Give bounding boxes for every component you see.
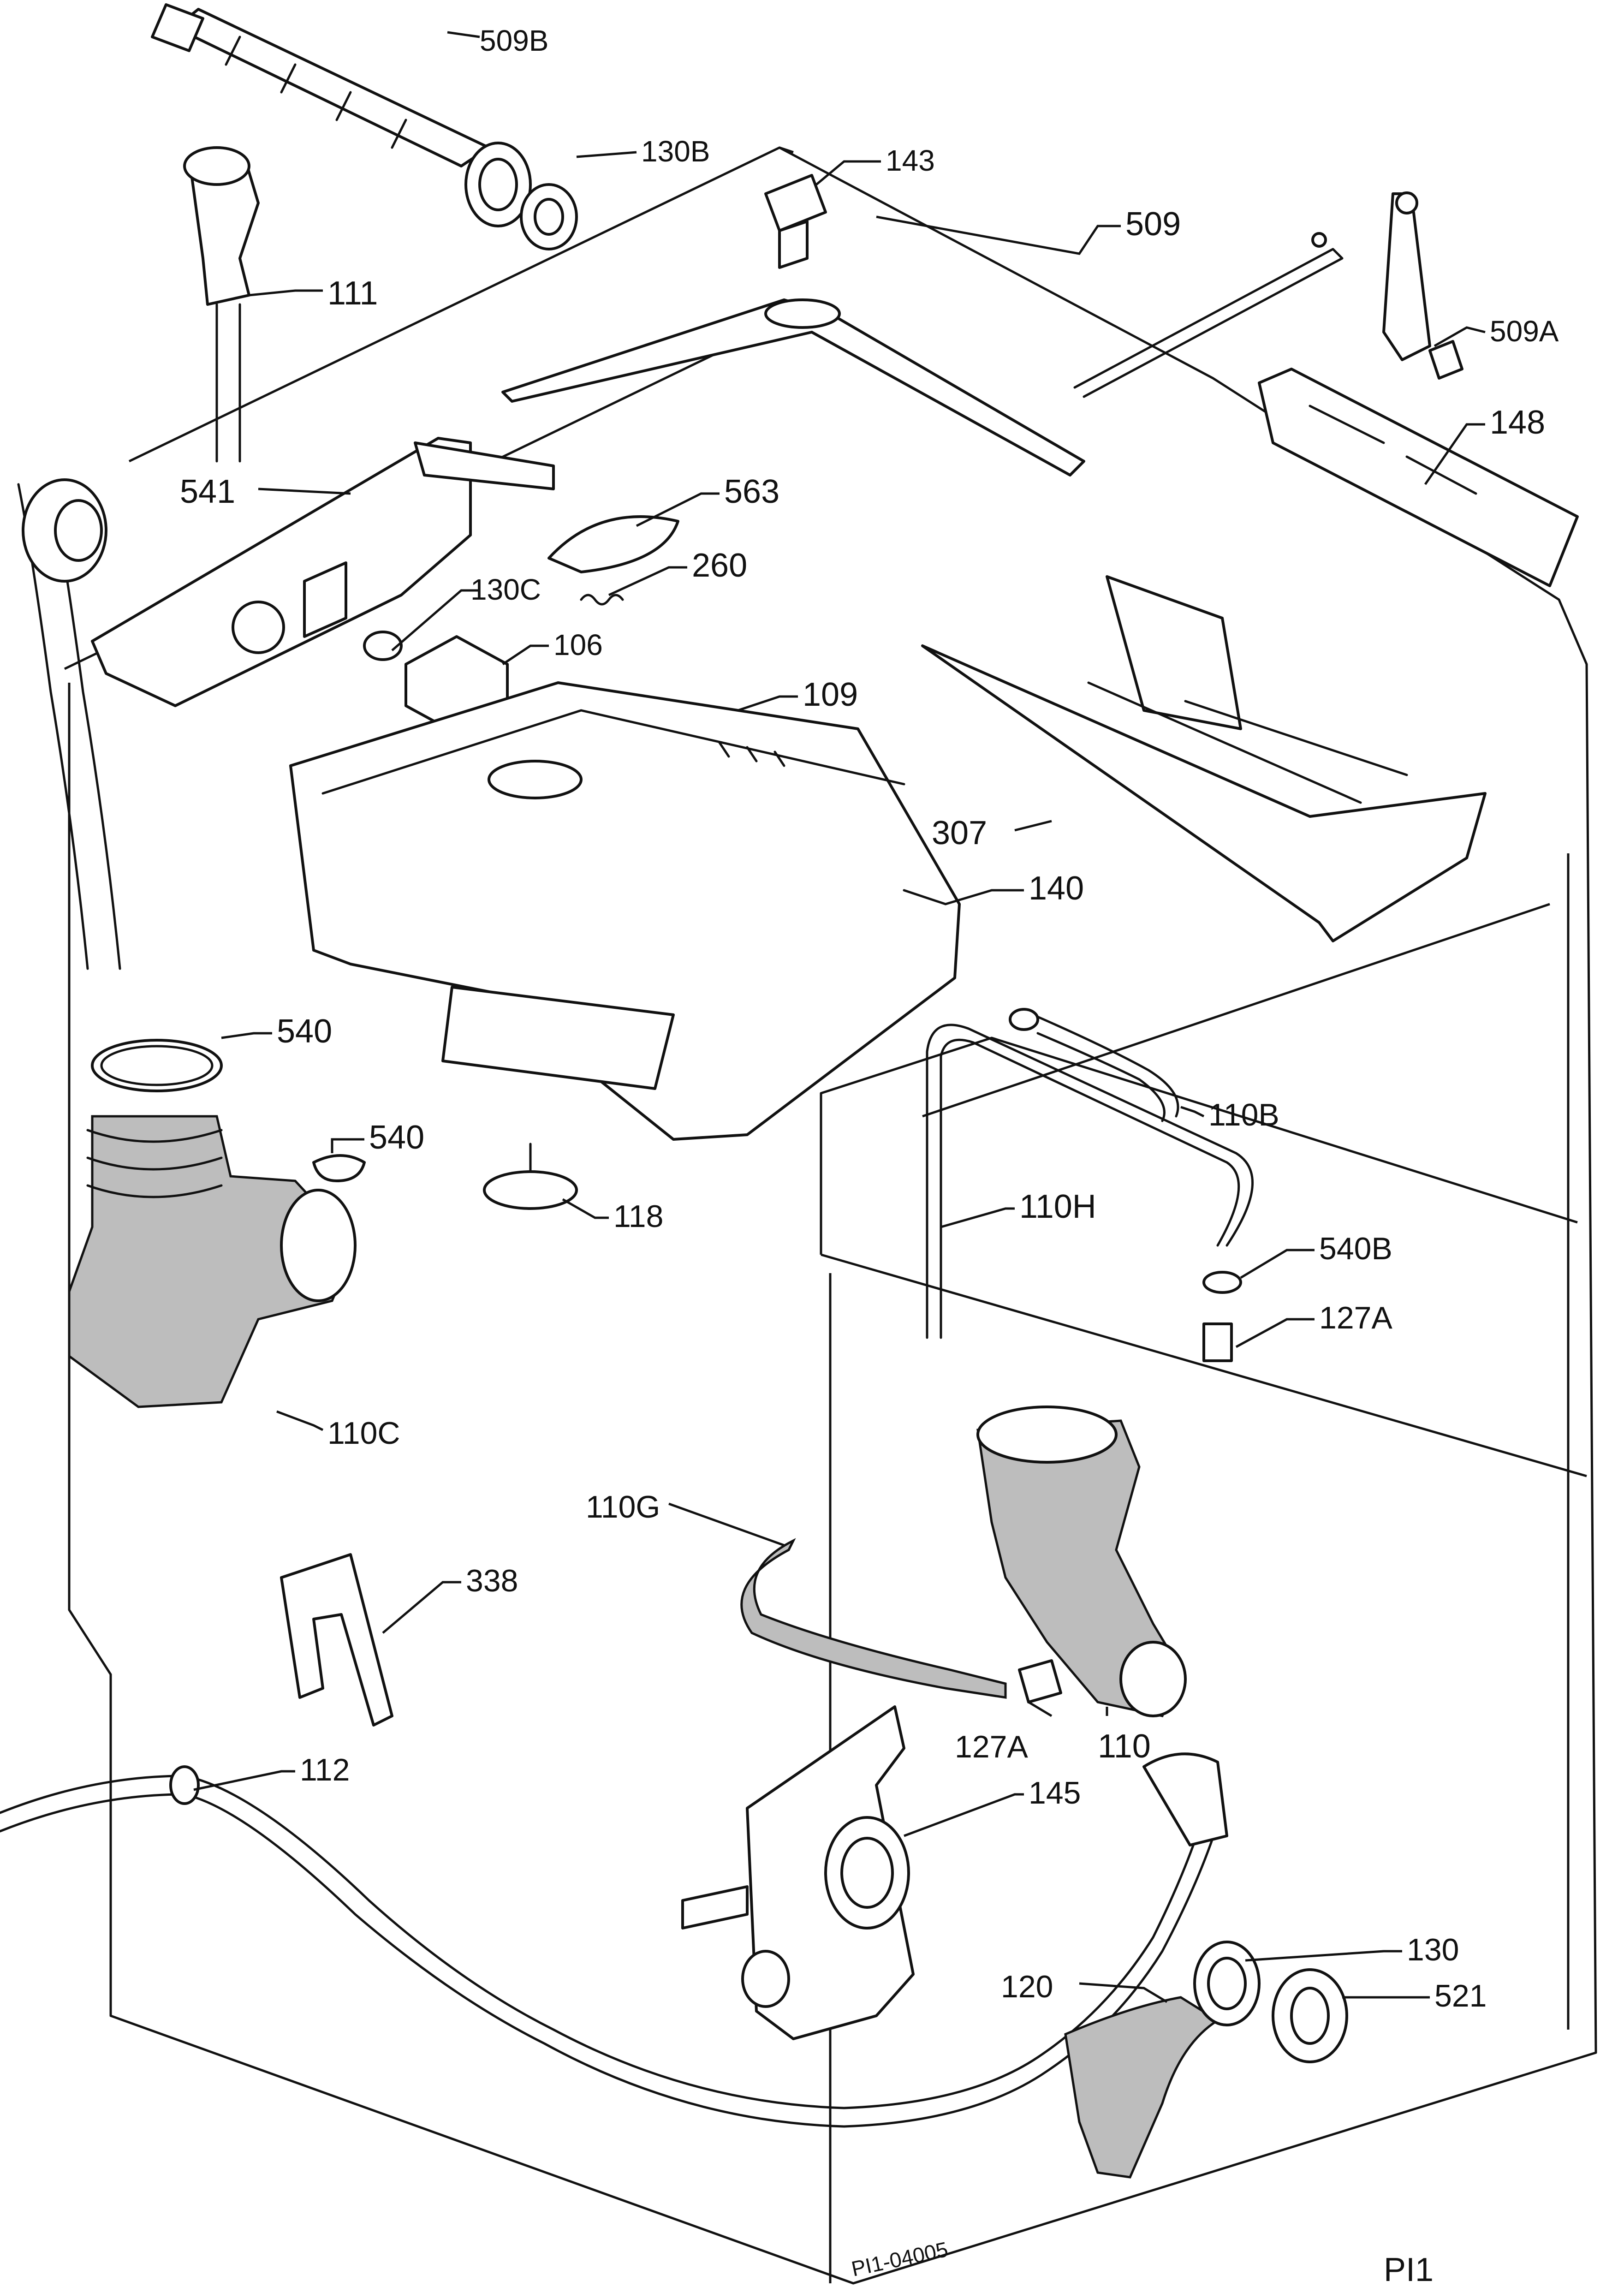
- label-110B: 110B: [1208, 1097, 1279, 1132]
- page-code: PI1: [1384, 2251, 1434, 2287]
- part-127A-nozzle-lower: [1018, 1659, 1062, 1703]
- label-338: 338: [466, 1563, 518, 1598]
- label-110H: 110H: [1019, 1188, 1096, 1225]
- part-509-lever: [501, 232, 1344, 476]
- label-111: 111: [327, 275, 378, 312]
- part-130B-nut: [520, 183, 578, 250]
- label-120: 120: [1001, 1969, 1053, 2004]
- part-143-knob: [764, 174, 827, 269]
- label-130: 130: [1407, 1932, 1459, 1967]
- label-127A-upper: 127A: [1319, 1300, 1392, 1335]
- part-labels: 509B 130B 143 509 111 509A 148 541 563 2…: [180, 24, 1559, 2013]
- part-145-pump-housing: [681, 1705, 915, 2040]
- part-540B-clip: [1202, 1271, 1242, 1294]
- label-509A: 509A: [1490, 315, 1559, 348]
- label-106: 106: [553, 628, 603, 661]
- label-127A-lower: 127A: [955, 1729, 1028, 1764]
- label-148: 148: [1490, 404, 1545, 441]
- part-563-cover: [547, 515, 679, 573]
- label-521: 521: [1434, 1978, 1487, 2013]
- part-109-dispenser-housing: [289, 681, 961, 1141]
- label-145: 145: [1029, 1775, 1081, 1811]
- label-130C: 130C: [470, 573, 541, 606]
- part-509A-lever: [1382, 191, 1463, 380]
- part-260-spring: [580, 594, 624, 606]
- label-118: 118: [613, 1199, 663, 1234]
- part-540-clamp-small: [312, 1154, 366, 1182]
- label-540B: 540B: [1319, 1231, 1392, 1266]
- part-140-gasket: [903, 889, 947, 905]
- part-110-bellows-elbow: [976, 1406, 1187, 1717]
- part-540-clamp-large: [91, 1039, 223, 1092]
- label-140: 140: [1029, 870, 1084, 907]
- label-563: 563: [724, 473, 779, 510]
- part-130-nut: [1193, 1941, 1261, 2026]
- part-338-clip: [280, 1553, 393, 1727]
- part-120-filter: [1064, 1996, 1220, 2179]
- label-112: 112: [300, 1752, 350, 1787]
- part-127A-nozzle-upper: [1202, 1322, 1233, 1362]
- label-110: 110: [1098, 1728, 1151, 1765]
- label-540-lower: 540: [369, 1119, 424, 1156]
- part-509B-inlet-hose: [151, 3, 532, 227]
- label-307: 307: [932, 815, 987, 852]
- part-118-float: [483, 1143, 578, 1210]
- part-110H-tube: [926, 1024, 1254, 1339]
- part-148-switch-holder: [1258, 368, 1579, 587]
- part-112-drain-hose: [0, 1752, 1228, 2128]
- label-109: 109: [803, 676, 858, 713]
- label-143: 143: [886, 144, 935, 177]
- part-110C-bellows: [68, 1115, 357, 1408]
- label-260: 260: [692, 547, 747, 584]
- label-110G: 110G: [586, 1489, 660, 1525]
- part-110B-hose: [1009, 1008, 1179, 1122]
- part-307-drawer: [921, 575, 1487, 942]
- label-509: 509: [1125, 206, 1181, 243]
- part-110G-hose: [740, 1538, 1007, 1699]
- label-110C: 110C: [327, 1416, 400, 1451]
- label-541: 541: [180, 473, 235, 510]
- label-509B: 509B: [480, 24, 548, 57]
- part-111-inlet-valve: [183, 146, 260, 463]
- part-521-cap: [1272, 1968, 1348, 2063]
- label-540-upper: 540: [277, 1013, 332, 1050]
- leader-lines: [193, 31, 1486, 2003]
- part-541-bracket: [17, 437, 555, 970]
- label-130B: 130B: [641, 135, 710, 168]
- drawing-number: PI1-04005: [849, 2237, 950, 2281]
